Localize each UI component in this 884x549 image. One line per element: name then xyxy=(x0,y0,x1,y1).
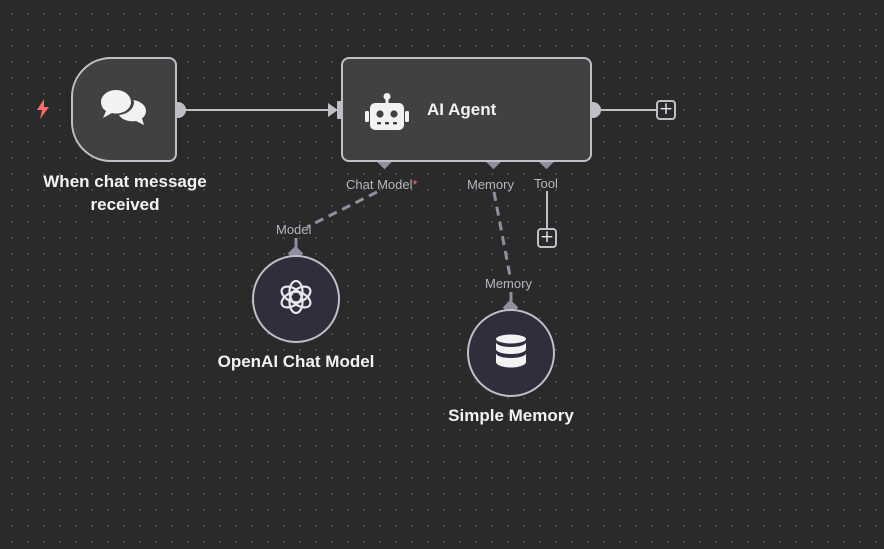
memory-input-label: Memory xyxy=(485,276,532,291)
robot-icon xyxy=(364,93,410,136)
chat-model-port-label: Chat Model* xyxy=(346,177,418,192)
lightning-bolt-icon xyxy=(35,99,51,124)
add-tool-button[interactable]: + xyxy=(537,228,557,248)
tool-port-label: Tool xyxy=(534,176,558,191)
chat-trigger-node[interactable] xyxy=(71,57,177,162)
model-input-label: Model xyxy=(276,222,312,237)
trigger-node-label: When chat message received xyxy=(43,172,207,214)
add-next-node-button[interactable]: + xyxy=(656,100,676,120)
connection-model-agent xyxy=(306,190,378,229)
connection-arrowhead xyxy=(328,103,338,117)
chat-model-port-text: Chat Model xyxy=(346,177,413,192)
openai-logo-icon xyxy=(277,278,315,321)
agent-node-title: AI Agent xyxy=(427,100,497,119)
chat-bubbles-icon xyxy=(100,88,148,131)
connection-memory-agent xyxy=(492,191,512,277)
openai-chat-model-node[interactable] xyxy=(252,255,340,343)
memory-node-label: Simple Memory xyxy=(448,406,574,425)
openai-node-label: OpenAI Chat Model xyxy=(217,352,375,371)
ai-agent-node[interactable]: AI Agent xyxy=(341,57,592,162)
memory-port-label: Memory xyxy=(467,177,514,192)
database-icon xyxy=(495,334,527,373)
simple-memory-node[interactable] xyxy=(467,309,555,397)
required-indicator: * xyxy=(412,177,418,192)
